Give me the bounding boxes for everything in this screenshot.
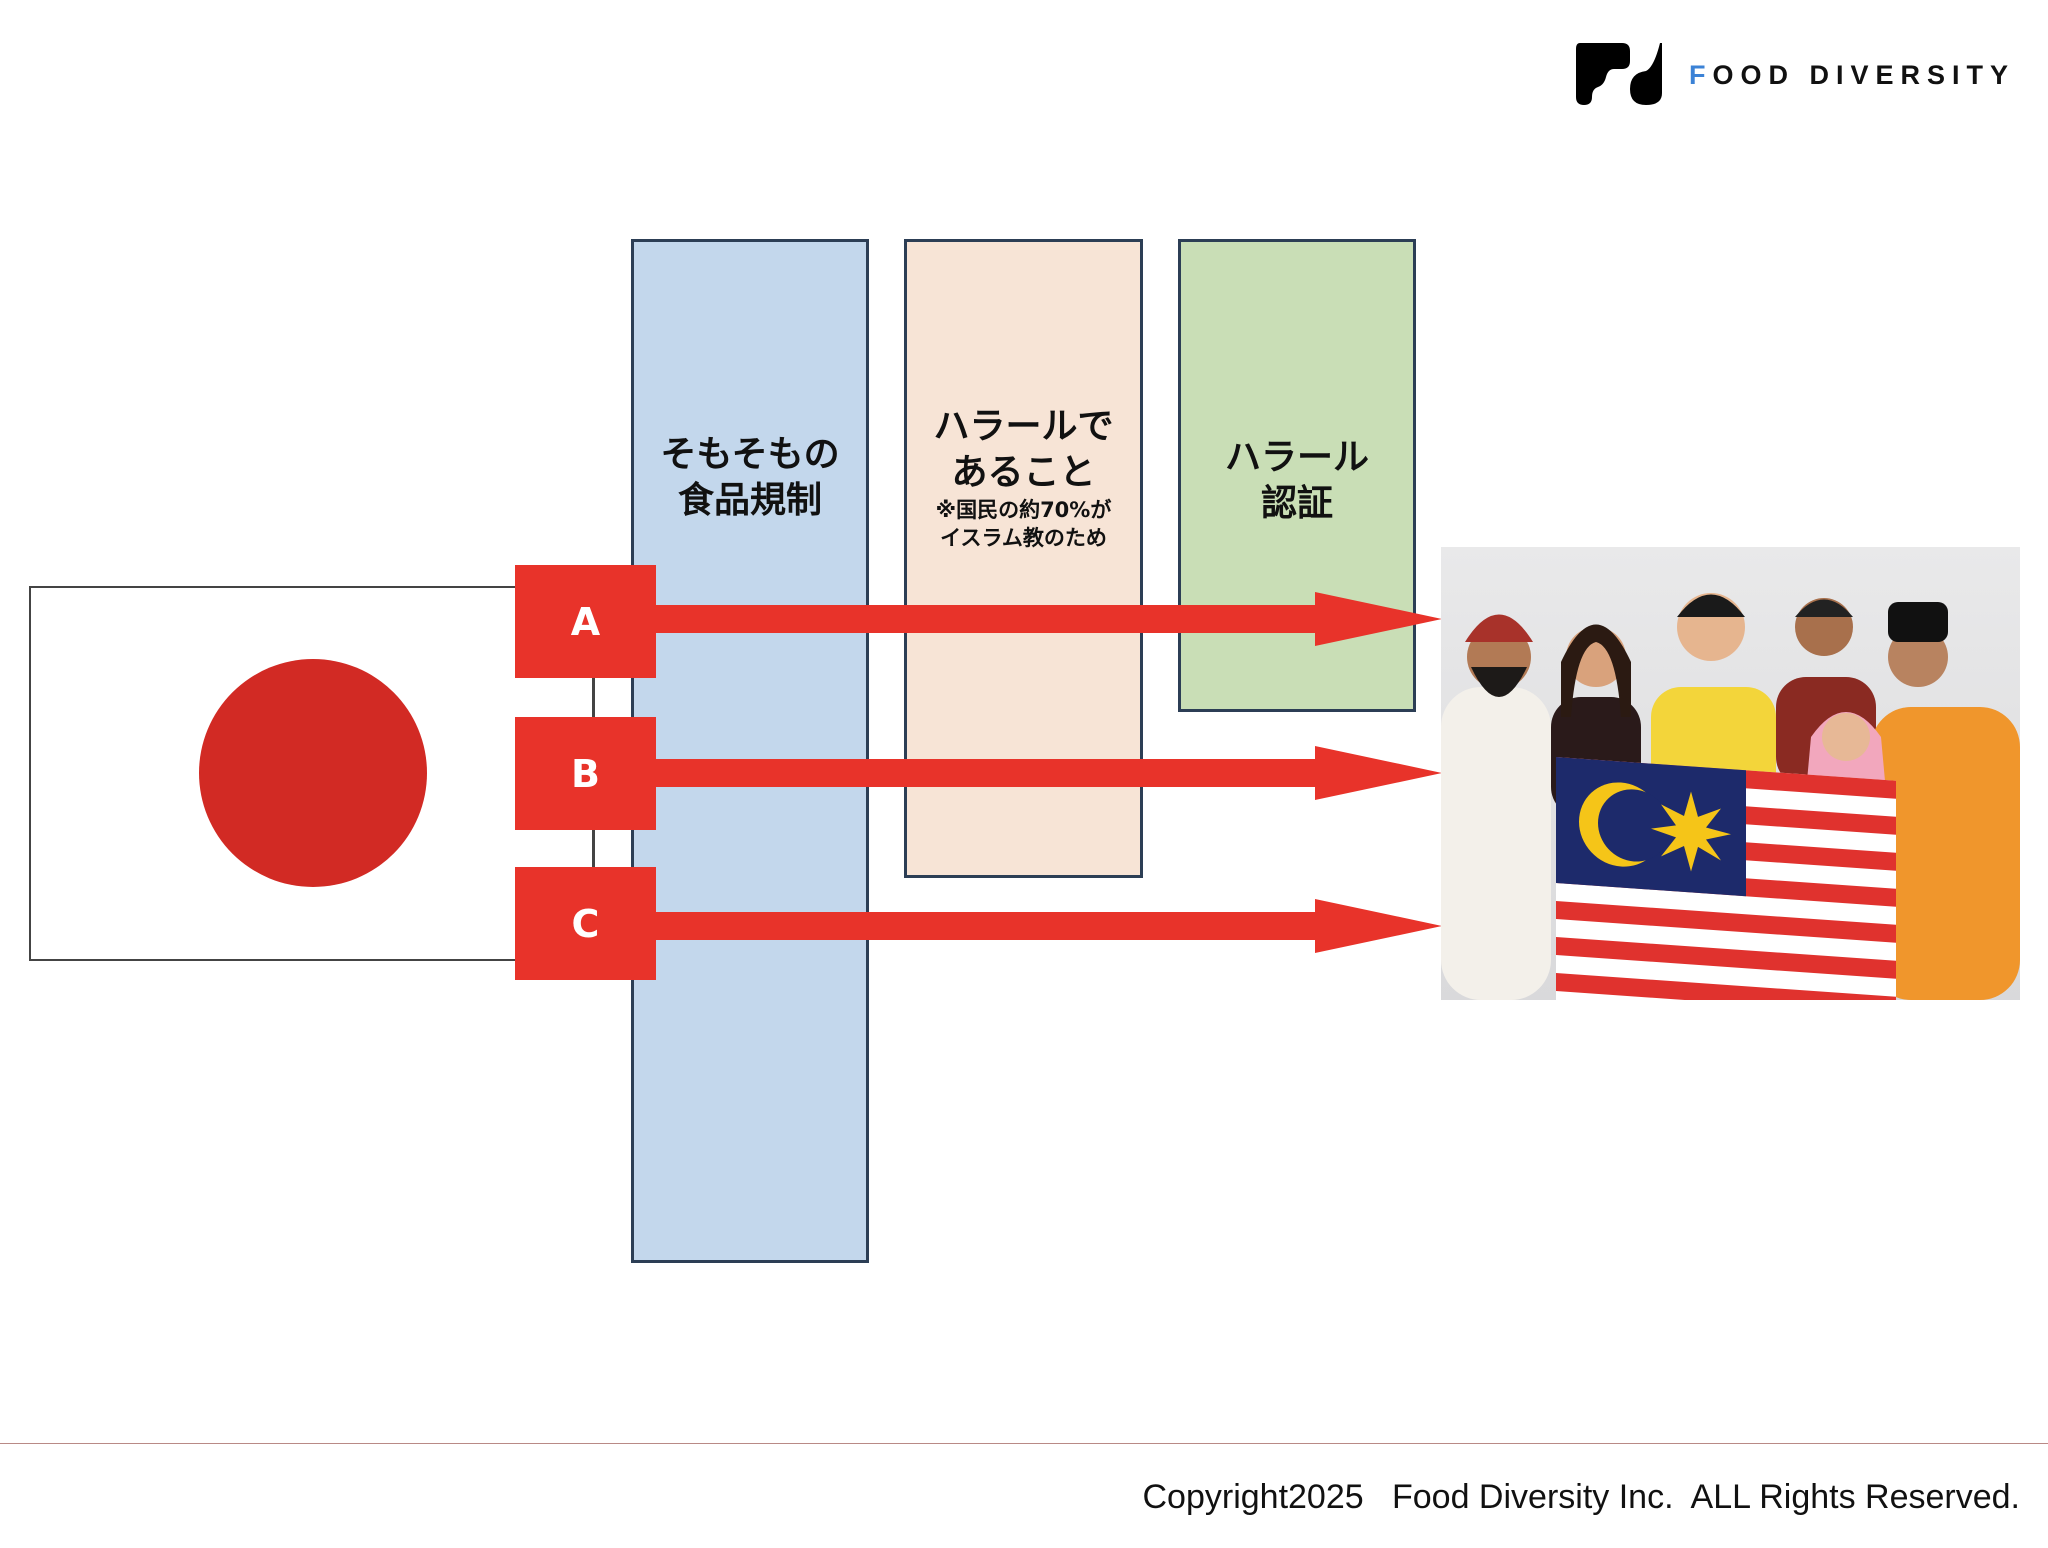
arrow-b-head: [1315, 746, 1442, 800]
column-note: ※国民の約70%が イスラム教のため: [935, 498, 1112, 550]
fd-logo-icon: [1576, 43, 1662, 105]
route-label-a: A: [515, 565, 656, 678]
route-label-b: B: [515, 717, 656, 830]
column-halal-certification: ハラール 認証: [1178, 239, 1416, 712]
malaysia-flag: [1556, 757, 1896, 1000]
column-food-regulation: そもそもの 食品規制: [631, 239, 869, 1263]
malaysia-people-photo: [1441, 547, 2020, 1000]
arrow-b-shaft: [656, 759, 1316, 787]
arrow-c-head: [1315, 899, 1442, 953]
column-title: そもそもの 食品規制: [660, 434, 840, 521]
footer-divider: [0, 1443, 2048, 1444]
brand-name: FOOD DIVERSITY: [1689, 60, 2016, 90]
arrow-a-shaft: [656, 605, 1316, 633]
route-label-c: C: [515, 867, 656, 980]
copyright-text: Copyright2025 Food Diversity Inc. ALL Ri…: [1142, 1478, 2021, 1516]
japan-flag-sun: [199, 659, 427, 887]
column-title: ハラール 認証: [1224, 437, 1369, 524]
arrow-a-head: [1315, 592, 1442, 646]
arrow-c-shaft: [656, 912, 1316, 940]
person-figures: [1441, 593, 2020, 1000]
column-title: ハラールで あること: [933, 406, 1114, 493]
